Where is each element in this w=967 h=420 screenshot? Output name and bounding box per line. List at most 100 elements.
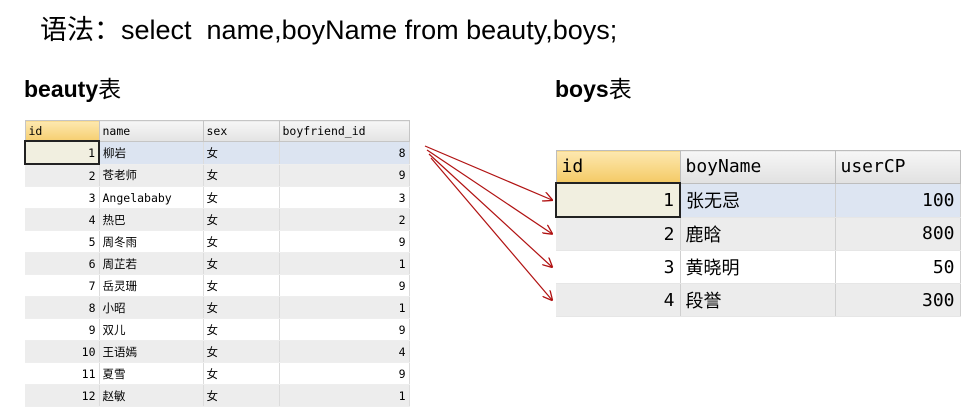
beauty-cell-sex[interactable]: 女 xyxy=(203,141,280,165)
beauty-header-id[interactable]: id xyxy=(24,120,100,142)
beauty-cell-boyfriend-id[interactable]: 9 xyxy=(279,164,410,187)
boys-header-id[interactable]: id xyxy=(555,150,681,184)
beauty-cell-boyfriend-id[interactable]: 8 xyxy=(279,141,410,165)
beauty-caption-name: beauty xyxy=(24,76,99,102)
boys-header-boyname[interactable]: boyName xyxy=(679,150,836,184)
beauty-cell-sex[interactable]: 女 xyxy=(203,296,280,319)
beauty-cell-id[interactable]: 4 xyxy=(25,208,100,231)
beauty-cell-id[interactable]: 12 xyxy=(25,384,100,407)
beauty-cell-sex[interactable]: 女 xyxy=(203,274,280,297)
beauty-cell-sex[interactable]: 女 xyxy=(203,318,280,341)
boys-header-usercp[interactable]: userCP xyxy=(834,150,961,184)
beauty-cell-boyfriend-id[interactable]: 3 xyxy=(279,186,410,209)
beauty-cell-id[interactable]: 7 xyxy=(25,274,100,297)
boys-cell-id[interactable]: 2 xyxy=(556,217,681,251)
beauty-cell-boyfriend-id[interactable]: 1 xyxy=(279,252,410,275)
beauty-header-sex[interactable]: sex xyxy=(202,120,280,142)
beauty-header-name[interactable]: name xyxy=(98,120,204,142)
beauty-cell-id[interactable]: 2 xyxy=(25,164,100,187)
beauty-cell-sex[interactable]: 女 xyxy=(203,164,280,187)
beauty-cell-id[interactable]: 10 xyxy=(25,340,100,363)
beauty-cell-sex[interactable]: 女 xyxy=(203,362,280,385)
boys-cell-usercp[interactable]: 800 xyxy=(835,217,961,251)
beauty-cell-boyfriend-id[interactable]: 1 xyxy=(279,384,410,407)
beauty-cell-id[interactable]: 8 xyxy=(25,296,100,319)
beauty-cell-boyfriend-id[interactable]: 2 xyxy=(279,208,410,231)
beauty-cell-sex[interactable]: 女 xyxy=(203,186,280,209)
beauty-cell-boyfriend-id[interactable]: 9 xyxy=(279,230,410,253)
beauty-cell-id[interactable]: 9 xyxy=(25,318,100,341)
boys-caption-name: boys xyxy=(555,76,609,102)
beauty-cell-boyfriend-id[interactable]: 9 xyxy=(279,318,410,341)
beauty-cell-id[interactable]: 5 xyxy=(25,230,100,253)
boys-cell-boyname[interactable]: 鹿晗 xyxy=(680,217,836,251)
boys-cell-id[interactable]: 4 xyxy=(556,283,681,317)
boys-cell-boyname[interactable]: 张无忌 xyxy=(680,183,836,218)
beauty-cell-name[interactable]: 苍老师 xyxy=(99,164,204,187)
boys-cell-usercp[interactable]: 50 xyxy=(835,250,961,284)
beauty-table-caption: beauty表 xyxy=(24,70,121,104)
boys-table-caption: boys表 xyxy=(555,70,632,104)
syntax-line: 语法：select name,boyName from beauty,boys; xyxy=(40,15,618,45)
beauty-cell-name[interactable]: 小昭 xyxy=(99,296,204,319)
beauty-cell-sex[interactable]: 女 xyxy=(203,340,280,363)
relation-arrow xyxy=(424,145,552,200)
beauty-cell-boyfriend-id[interactable]: 1 xyxy=(279,296,410,319)
beauty-cell-boyfriend-id[interactable]: 9 xyxy=(279,362,410,385)
beauty-cell-name[interactable]: 周冬雨 xyxy=(99,230,204,253)
beauty-cell-name[interactable]: Angelababy xyxy=(99,186,204,209)
boys-cell-id[interactable]: 1 xyxy=(555,182,681,218)
beauty-cell-id[interactable]: 1 xyxy=(24,140,100,165)
beauty-cell-boyfriend-id[interactable]: 9 xyxy=(279,274,410,297)
beauty-cell-name[interactable]: 双儿 xyxy=(99,318,204,341)
beauty-cell-sex[interactable]: 女 xyxy=(203,208,280,231)
beauty-cell-sex[interactable]: 女 xyxy=(203,384,280,407)
beauty-cell-sex[interactable]: 女 xyxy=(203,252,280,275)
boys-cell-boyname[interactable]: 黄晓明 xyxy=(680,250,836,284)
beauty-caption-suffix: 表 xyxy=(98,76,122,102)
beauty-cell-id[interactable]: 6 xyxy=(25,252,100,275)
boys-cell-boyname[interactable]: 段誉 xyxy=(680,283,836,317)
boys-cell-usercp[interactable]: 300 xyxy=(835,283,961,317)
beauty-cell-name[interactable]: 柳岩 xyxy=(99,141,204,165)
boys-cell-usercp[interactable]: 100 xyxy=(835,183,961,218)
beauty-cell-sex[interactable]: 女 xyxy=(203,230,280,253)
relation-arrow xyxy=(426,149,552,234)
beauty-cell-id[interactable]: 11 xyxy=(25,362,100,385)
beauty-cell-boyfriend-id[interactable]: 4 xyxy=(279,340,410,363)
beauty-header-boyfriend-id[interactable]: boyfriend_id xyxy=(278,120,410,142)
boys-caption-suffix: 表 xyxy=(608,76,632,102)
beauty-cell-id[interactable]: 3 xyxy=(25,186,100,209)
relation-arrow xyxy=(428,153,552,267)
beauty-cell-name[interactable]: 岳灵珊 xyxy=(99,274,204,297)
beauty-cell-name[interactable]: 赵敏 xyxy=(99,384,204,407)
beauty-cell-name[interactable]: 周芷若 xyxy=(99,252,204,275)
beauty-cell-name[interactable]: 夏雪 xyxy=(99,362,204,385)
beauty-cell-name[interactable]: 王语嫣 xyxy=(99,340,204,363)
boys-cell-id[interactable]: 3 xyxy=(556,250,681,284)
beauty-cell-name[interactable]: 热巴 xyxy=(99,208,204,231)
relation-arrow xyxy=(430,157,552,300)
